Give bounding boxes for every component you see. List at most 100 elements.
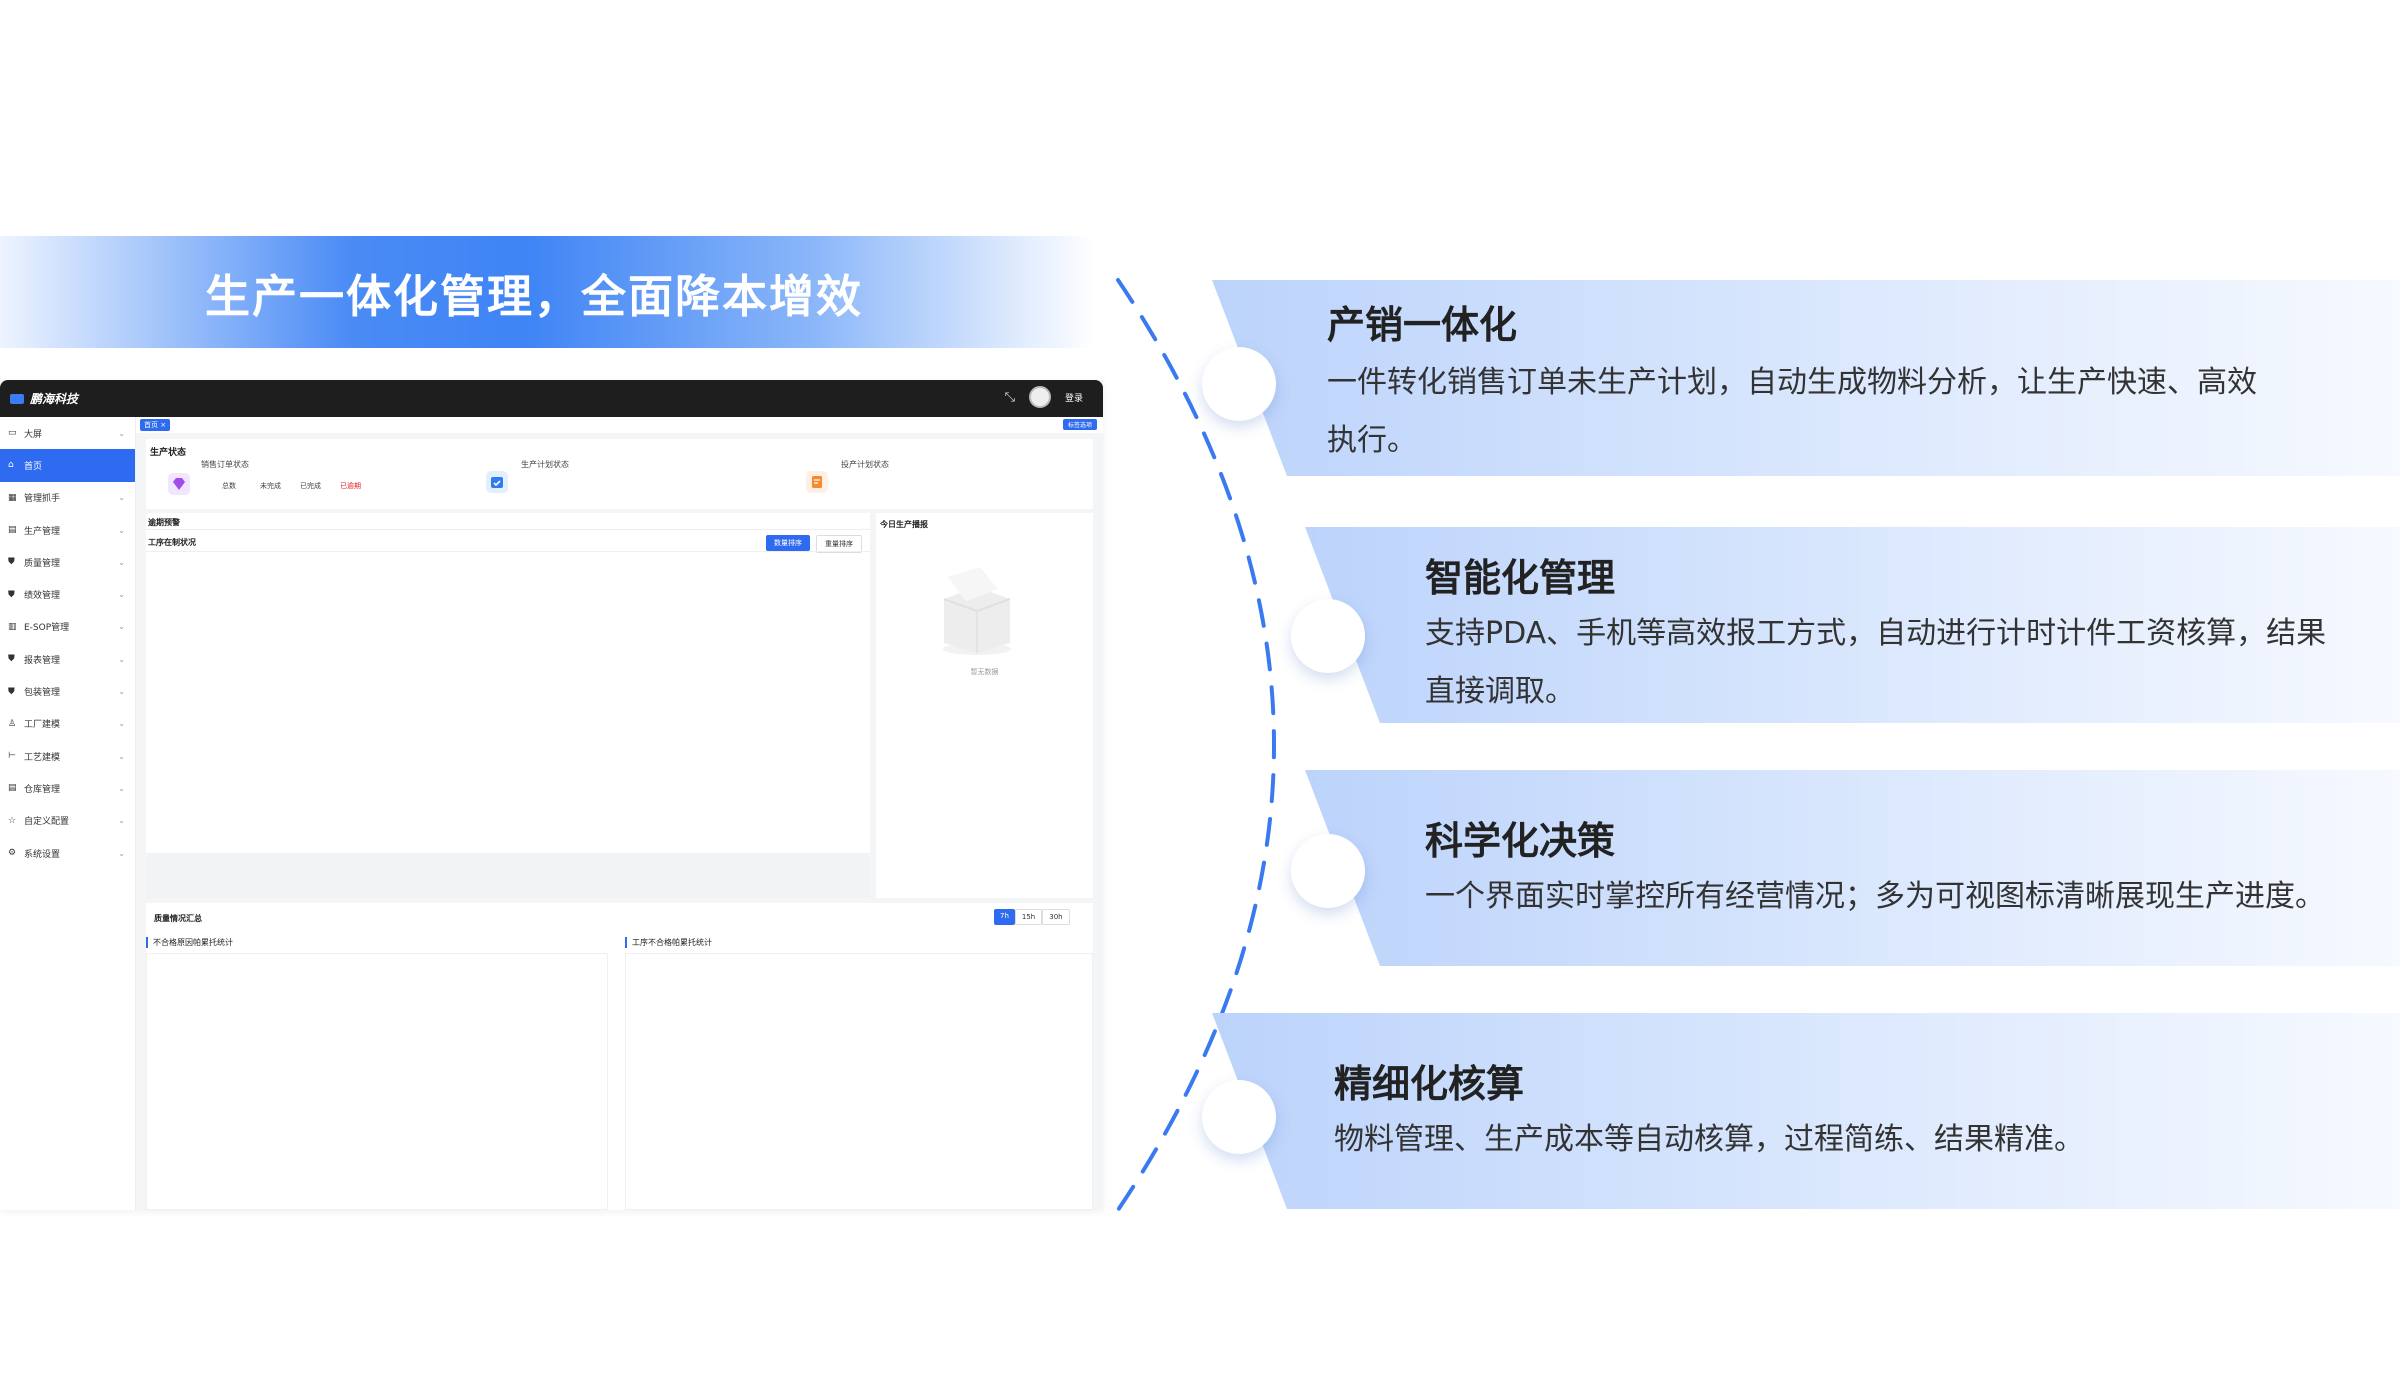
shield-icon: ⛊ [8,686,15,697]
sidebar-item-label: 绩效管理 [24,591,61,602]
invest-plan-status-label: 投产计划状态 [841,460,889,469]
overdue-warning-card: 逾期预警 工序在制状况 数量排序 重量排序 [146,513,870,898]
doc-icon: ▥ [8,621,17,632]
sort-by-qty-button[interactable]: 数量排序 [766,535,810,551]
sidebar-item[interactable]: ⛊ 包装管理 ⌄ [0,675,135,707]
chevron-down-icon: ⌄ [118,719,125,729]
avatar[interactable] [1028,386,1051,408]
sidebar-item[interactable]: ☆自定义配置⌄ [0,805,135,837]
chevron-down-icon: ⌄ [118,525,125,535]
chevron-down-icon: ⌄ [118,557,125,567]
sidebar-item[interactable]: ▥E-SOP管理⌄ [0,611,135,643]
sidebar-item[interactable]: ⚙系统设置⌄ [0,837,135,869]
factory-icon: ▤ [8,525,17,536]
sidebar-item[interactable]: ⌂ 首页 [0,449,135,482]
feature-4-title: 精细化核算 [1334,1062,1525,1106]
sidebar-item-label: E-SOP管理 [24,623,70,634]
sidebar: ▭大屏⌄⌂首页▦管理抓手⌄▤生产管理⌄⛊质量管理⌄⛊绩效管理⌄▥E-SOP管理⌄… [0,417,136,1210]
diamond-icon [166,471,192,497]
feature-2: 智能化管理 支持PDA、手机等高效报工方式，自动进行计时计件工资核算，结果 直接… [1291,527,2400,723]
chevron-down-icon: ⌄ [118,654,125,664]
feature-4-desc: 物料管理、生产成本等自动核算，过程简练、结果精准。 [1334,1122,2084,1157]
box-icon: ▤ [8,783,17,794]
chevron-down-icon: ⌄ [118,493,125,503]
empty-text: 暂无数据 [970,668,999,676]
chevron-down-icon: ⌄ [118,428,125,438]
home-icon: ⌂ [8,460,14,471]
flow-icon: ⊢ [8,751,16,762]
defect-reason-pareto-title: 不合格原因帕累托统计 [146,937,233,948]
feature-1: 产销一体化 一件转化销售订单未生产计划，自动生成物料分析，让生产快速、高效 执行… [1202,280,2400,476]
sidebar-item-label: 管理抓手 [24,494,61,505]
sidebar-item[interactable]: ▤ 生产管理 ⌄ [0,514,135,546]
login-link[interactable]: 登录 [1064,393,1083,404]
star-icon: ☆ [8,815,17,826]
feature-4-bullet-icon [1202,1080,1276,1154]
sidebar-item-label: 首页 [24,461,43,472]
production-status-card: 生产状态 销售订单状态 总数 未完成 已完成 已逾期 生产计划状态 投产计划状态 [146,439,1093,509]
sidebar-item[interactable]: ⛊绩效管理⌄ [0,578,135,610]
scroll-area [146,853,870,898]
shield-icon: ⛊ [8,589,15,600]
sidebar-item[interactable]: ⛊ 报表管理 ⌄ [0,643,135,675]
note-icon [806,471,828,497]
range-selector: 7h 15h 30h [994,909,1070,925]
chevron-down-icon: ⌄ [118,751,125,761]
fullscreen-icon[interactable]: ⤡ [1004,389,1015,405]
process-defect-pareto-title: 工序不合格帕累托统计 [625,937,712,948]
sales-overdue-label: 已逾期 [340,482,361,490]
sidebar-item-label: 生产管理 [24,526,61,537]
quality-summary-title: 质量情况汇总 [154,914,202,923]
banner: 生产一体化管理，全面降本增效 [0,236,1095,348]
building-icon: ♙ [8,718,17,729]
banner-title: 生产一体化管理，全面降本增效 [205,269,864,323]
today-report-title: 今日生产播报 [880,520,928,529]
process-wip-title: 工序在制状况 [148,538,196,547]
process-defect-chart [625,953,1093,1210]
logo-icon [10,393,24,404]
sales-finished-label: 已完成 [300,482,321,490]
feature-3-title: 科学化决策 [1425,819,1616,863]
feature-3-desc: 一个界面实时掌控所有经营情况；多为可视图标清晰展现生产进度。 [1425,879,2325,914]
feature-1-bullet-icon [1202,347,1276,421]
sidebar-item[interactable]: ⊢ 工艺建模 ⌄ [0,740,135,772]
sidebar-item[interactable]: ⛊质量管理⌄ [0,546,135,578]
production-plan-status-label: 生产计划状态 [521,460,569,469]
sort-by-weight-button[interactable]: 重量排序 [816,535,862,553]
sidebar-item-label: 系统设置 [24,849,61,860]
range-30h-button[interactable]: 30h [1042,909,1070,925]
sidebar-item-label: 质量管理 [24,558,61,569]
screen-icon: ▭ [8,428,17,439]
sidebar-item[interactable]: ▭ 大屏 ⌄ [0,417,135,449]
sidebar-item[interactable]: ▦管理抓手⌄ [0,482,135,514]
sidebar-item-label: 报表管理 [24,655,61,666]
quality-summary-card: 质量情况汇总 7h 15h 30h 不合格原因帕累托统计 工序不合格帕累托统计 [146,903,1093,1210]
defect-reason-chart [146,953,608,1210]
sidebar-item-label: 工厂建模 [24,720,61,731]
sidebar-item[interactable]: ♙ 工厂建模 ⌄ [0,708,135,740]
brand-logo: 鹏海科技 [10,390,78,407]
sidebar-item-label: 工艺建模 [24,752,61,763]
sidebar-item-label: 仓库管理 [24,784,61,795]
feature-2-desc: 支持PDA、手机等高效报工方式，自动进行计时计件工资核算，结果 直接调取。 [1425,616,2327,709]
sidebar-item-label: 包装管理 [24,688,61,699]
sidebar-item[interactable]: ▤仓库管理⌄ [0,772,135,804]
tab-home[interactable]: 首页 × [140,419,171,431]
sidebar-item-label: 大屏 [24,429,43,440]
feature-2-title: 智能化管理 [1425,556,1616,600]
empty-box-icon [934,563,1020,663]
dashed-arc [1116,278,1276,1212]
app-screenshot: 鹏海科技 ⤡ 登录 ▭大屏⌄⌂首页▦管理抓手⌄▤生产管理⌄⛊质量管理⌄⛊绩效管理… [0,380,1103,1210]
feature-1-title: 产销一体化 [1327,303,1518,347]
tab-options-button[interactable]: 标签选项 [1062,419,1097,430]
main-content: 首页 × 标签选项 生产状态 销售订单状态 总数 未完成 已完成 已逾期 生产计… [136,417,1103,1210]
overdue-warning-title: 逾期预警 [148,518,180,527]
chevron-down-icon: ⌄ [118,816,125,826]
shield-icon: ⛊ [8,654,15,665]
feature-2-bullet-icon [1291,599,1365,673]
chevron-down-icon: ⌄ [118,687,125,697]
range-7h-button[interactable]: 7h [994,909,1015,925]
brand-name: 鹏海科技 [30,392,79,406]
range-15h-button[interactable]: 15h [1014,909,1043,925]
